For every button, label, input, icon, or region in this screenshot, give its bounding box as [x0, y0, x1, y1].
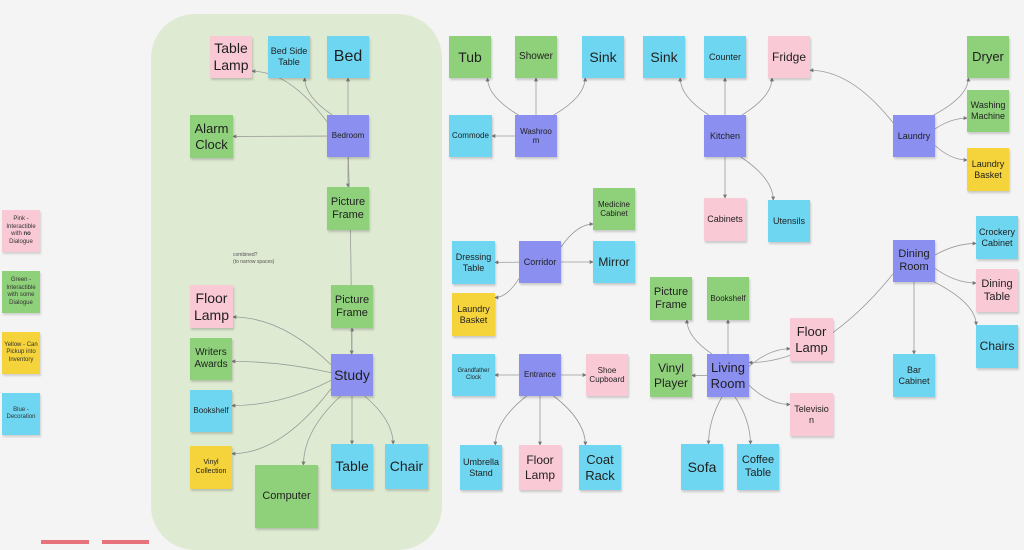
- note-corridor[interactable]: Corridor: [519, 241, 561, 283]
- connector-entrance-to-coat-rack[interactable]: [554, 396, 586, 445]
- note-study-picture-frame[interactable]: Picture Frame: [331, 285, 373, 328]
- connector-dining-room-to-dining-table[interactable]: [935, 268, 976, 283]
- red-marker-right[interactable]: [102, 540, 149, 544]
- connector-kitchen-to-utensils[interactable]: [741, 157, 773, 200]
- note-writers-awards[interactable]: Writers Awards: [190, 338, 232, 380]
- note-study-chair[interactable]: Chair: [385, 444, 428, 489]
- note-dryer[interactable]: Dryer: [967, 36, 1009, 78]
- connector-kitchen-to-fridge[interactable]: [742, 78, 772, 115]
- note-grandfather-clock[interactable]: Grandfather Clock: [452, 354, 495, 396]
- note-crockery-cabinet[interactable]: Crockery Cabinet: [976, 216, 1018, 259]
- legend-emphasis: no: [24, 231, 31, 237]
- note-vinyl-collection[interactable]: Vinyl Collection: [190, 446, 232, 489]
- note-living-room[interactable]: Living Room: [707, 354, 749, 397]
- note-cabinets[interactable]: Cabinets: [704, 198, 746, 241]
- note-study-bookshelf[interactable]: Bookshelf: [190, 390, 232, 432]
- note-mirror[interactable]: Mirror: [593, 241, 635, 283]
- legend-text-part: Pink - Interactible with: [6, 216, 35, 237]
- note-coat-rack[interactable]: Coat Rack: [579, 445, 621, 490]
- connector-living-room-to-coffee-table[interactable]: [735, 397, 750, 444]
- note-utensils[interactable]: Utensils: [768, 200, 810, 242]
- note-umbrella-stand[interactable]: Umbrella Stand: [460, 445, 502, 490]
- note-study-floor-lamp[interactable]: Floor Lamp: [190, 285, 233, 328]
- connector-laundry-to-fridge[interactable]: [810, 70, 893, 122]
- connector-living-room-to-television[interactable]: [749, 385, 790, 404]
- note-laundry-laundry-basket[interactable]: Laundry Basket: [967, 148, 1009, 191]
- legend-text-part: Green - Interactible with some Dialogue: [6, 277, 35, 306]
- note-alarm-clock[interactable]: Alarm Clock: [190, 115, 233, 158]
- note-shoe-cupboard[interactable]: Shoe Cupboard: [586, 354, 628, 396]
- legend-text: Yellow - Can Pickup into Inventory: [4, 342, 38, 365]
- note-dining-table[interactable]: Dining Table: [976, 269, 1018, 312]
- note-computer[interactable]: Computer: [255, 465, 318, 528]
- legend-blue[interactable]: Blue - Decoration: [2, 393, 40, 435]
- combined-comment[interactable]: combined? (to narrow spaces): [233, 252, 274, 265]
- note-kitchen-sink[interactable]: Sink: [643, 36, 685, 78]
- note-medicine-cabinet[interactable]: Medicine Cabinet: [593, 188, 635, 230]
- connector-living-room-to-sofa[interactable]: [709, 397, 722, 444]
- note-tub[interactable]: Tub: [449, 36, 491, 78]
- connector-laundry-to-dryer[interactable]: [934, 78, 969, 115]
- connector-washroom-to-wash-sink[interactable]: [554, 78, 585, 115]
- note-chairs[interactable]: Chairs: [976, 325, 1018, 368]
- note-vinyl-player[interactable]: Vinyl Player: [650, 354, 692, 397]
- note-dining-room[interactable]: Dining Room: [893, 240, 935, 282]
- note-counter[interactable]: Counter: [704, 36, 746, 78]
- note-bed-side-table[interactable]: Bed Side Table: [268, 36, 310, 78]
- note-sofa[interactable]: Sofa: [681, 444, 723, 490]
- legend-yellow[interactable]: Yellow - Can Pickup into Inventory: [2, 332, 40, 374]
- connector-living-room-to-living-floor-lamp[interactable]: [749, 349, 790, 367]
- connector-laundry-to-laundry-laundry-basket[interactable]: [935, 146, 967, 160]
- connector-laundry-to-washing-machine[interactable]: [935, 118, 967, 129]
- note-living-bookshelf[interactable]: Bookshelf: [707, 277, 749, 320]
- note-television[interactable]: Television: [790, 393, 833, 436]
- note-entrance-floor-lamp[interactable]: Floor Lamp: [519, 445, 561, 490]
- legend-text-part: Yellow - Can Pickup into Inventory: [4, 342, 37, 363]
- note-entrance[interactable]: Entrance: [519, 354, 561, 396]
- note-bed-picture-frame[interactable]: Picture Frame: [327, 187, 369, 230]
- connector-living-room-to-living-picture-frame[interactable]: [687, 320, 712, 354]
- note-kitchen[interactable]: Kitchen: [704, 115, 746, 157]
- legend-text-part: Dialogue: [9, 239, 33, 245]
- connector-washroom-to-tub[interactable]: [488, 78, 519, 115]
- legend-text: Blue - Decoration: [4, 407, 38, 422]
- note-shower[interactable]: Shower: [515, 36, 557, 78]
- note-corridor-laundry-basket[interactable]: Laundry Basket: [452, 293, 495, 336]
- connector-dining-room-to-chairs[interactable]: [934, 282, 976, 325]
- note-coffee-table[interactable]: Coffee Table: [737, 444, 779, 490]
- connector-corridor-to-medicine-cabinet[interactable]: [561, 224, 593, 247]
- legend-text: Green - Interactible with some Dialogue: [4, 277, 38, 307]
- note-washing-machine[interactable]: Washing Machine: [967, 90, 1009, 132]
- note-fridge[interactable]: Fridge: [768, 36, 810, 78]
- note-commode[interactable]: Commode: [449, 115, 492, 157]
- note-study-table[interactable]: Table: [331, 444, 373, 489]
- legend-text-part: Blue - Decoration: [6, 407, 35, 421]
- connector-corridor-to-corridor-laundry-basket[interactable]: [495, 279, 519, 298]
- note-bed[interactable]: Bed: [327, 36, 369, 78]
- note-living-floor-lamp[interactable]: Floor Lamp: [790, 318, 833, 361]
- note-dressing-table[interactable]: Dressing Table: [452, 241, 495, 284]
- red-marker-left[interactable]: [41, 540, 89, 544]
- note-washroom[interactable]: Washroom: [515, 115, 557, 157]
- note-study[interactable]: Study: [331, 354, 373, 396]
- connector-dining-room-to-crockery-cabinet[interactable]: [935, 243, 976, 255]
- note-bed-table-lamp[interactable]: Table Lamp: [210, 36, 252, 78]
- note-living-picture-frame[interactable]: Picture Frame: [650, 277, 692, 320]
- legend-text: Pink - Interactible with no Dialogue: [4, 216, 38, 246]
- connector-entrance-to-umbrella-stand[interactable]: [495, 396, 526, 445]
- legend-pink[interactable]: Pink - Interactible with no Dialogue: [2, 210, 40, 252]
- connector-kitchen-to-kitchen-sink[interactable]: [680, 78, 709, 115]
- note-laundry[interactable]: Laundry: [893, 115, 935, 157]
- note-bedroom[interactable]: Bedroom: [327, 115, 369, 157]
- legend-green[interactable]: Green - Interactible with some Dialogue: [2, 271, 40, 313]
- note-bar-cabinet[interactable]: Bar Cabinet: [893, 354, 935, 397]
- note-wash-sink[interactable]: Sink: [582, 36, 624, 78]
